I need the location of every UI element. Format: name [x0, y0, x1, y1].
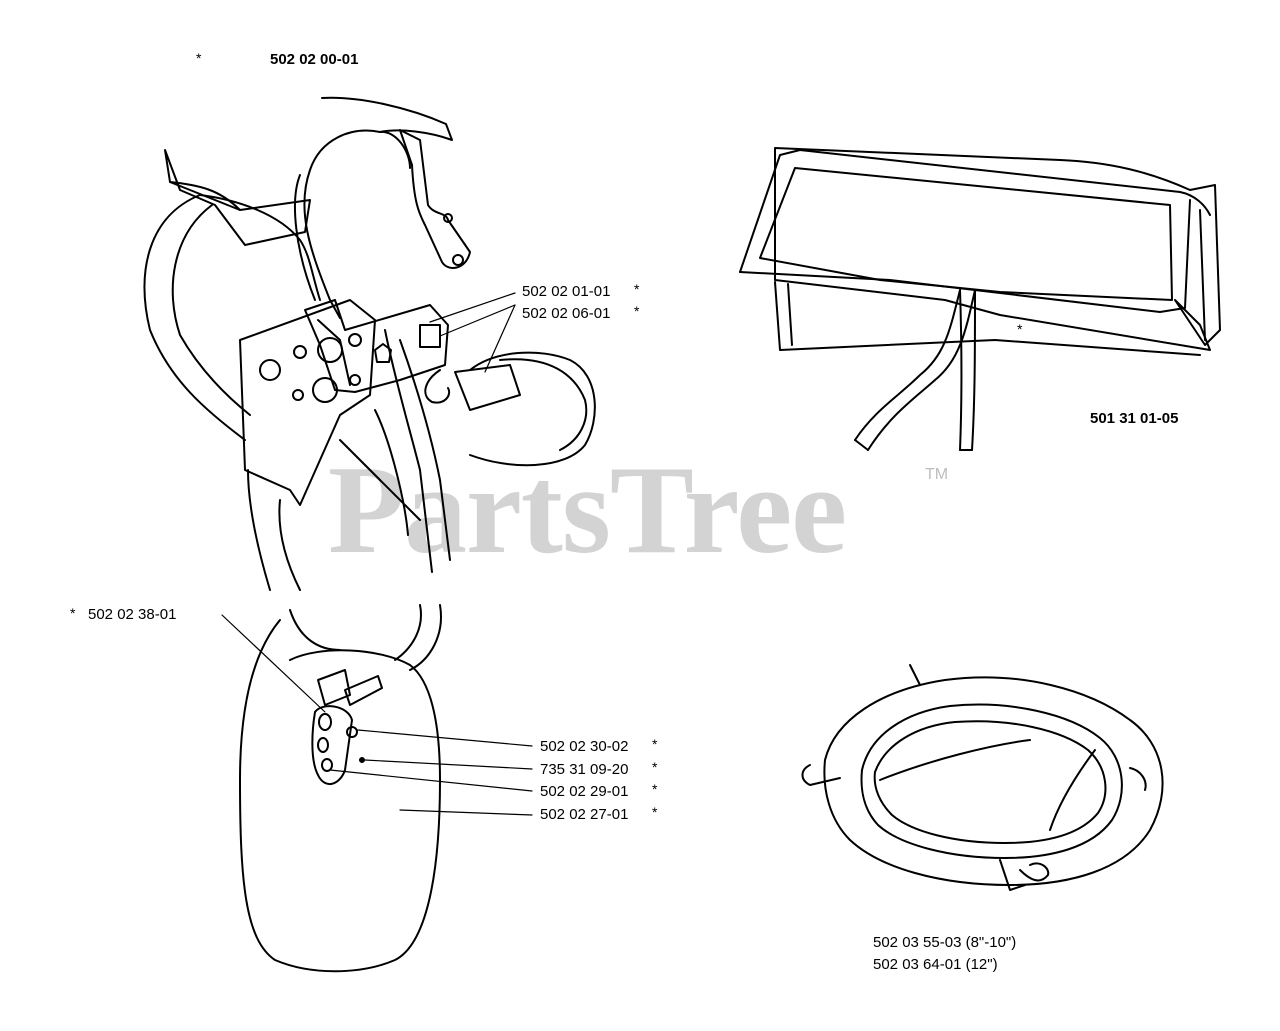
buckle-plate-number: 502 02 01-01: [522, 283, 611, 300]
leader-lines: [221, 292, 533, 816]
harness-drawing: [143, 96, 596, 973]
buckle-catch-number: 502 02 06-01: [522, 305, 611, 322]
hook-number: 502 02 30-02: [540, 738, 629, 755]
tool-bag-number: 501 31 01-05: [1090, 410, 1179, 427]
buckle-plate-marker: *: [634, 281, 640, 297]
watermark: PartsTree: [328, 441, 847, 580]
hip-pad-strap-number: 502 02 38-01: [88, 606, 177, 623]
hip-pad-number: 502 02 27-01: [540, 806, 629, 823]
blade-guard-drawing: [801, 664, 1164, 891]
screw-marker: *: [652, 759, 658, 775]
hip-pad-marker: *: [652, 804, 658, 820]
buckle-catch-marker: *: [634, 303, 640, 319]
hook-marker: *: [652, 736, 658, 752]
screw-number: 735 31 09-20: [540, 761, 629, 778]
harness-assembly-number: 502 02 00-01: [270, 51, 359, 68]
blade-guard-number-2: 502 03 64-01 (12"): [873, 956, 998, 973]
tool-bag-marker: *: [1017, 321, 1023, 337]
trademark-mark: TM: [925, 466, 949, 483]
tool-bag-drawing: [739, 147, 1221, 451]
clip-marker: *: [652, 781, 658, 797]
harness-assembly-marker: *: [196, 50, 202, 66]
clip-number: 502 02 29-01: [540, 783, 629, 800]
blade-guard-number-1: 502 03 55-03 (8"-10"): [873, 934, 1017, 951]
hip-pad-strap-marker: *: [70, 605, 76, 621]
